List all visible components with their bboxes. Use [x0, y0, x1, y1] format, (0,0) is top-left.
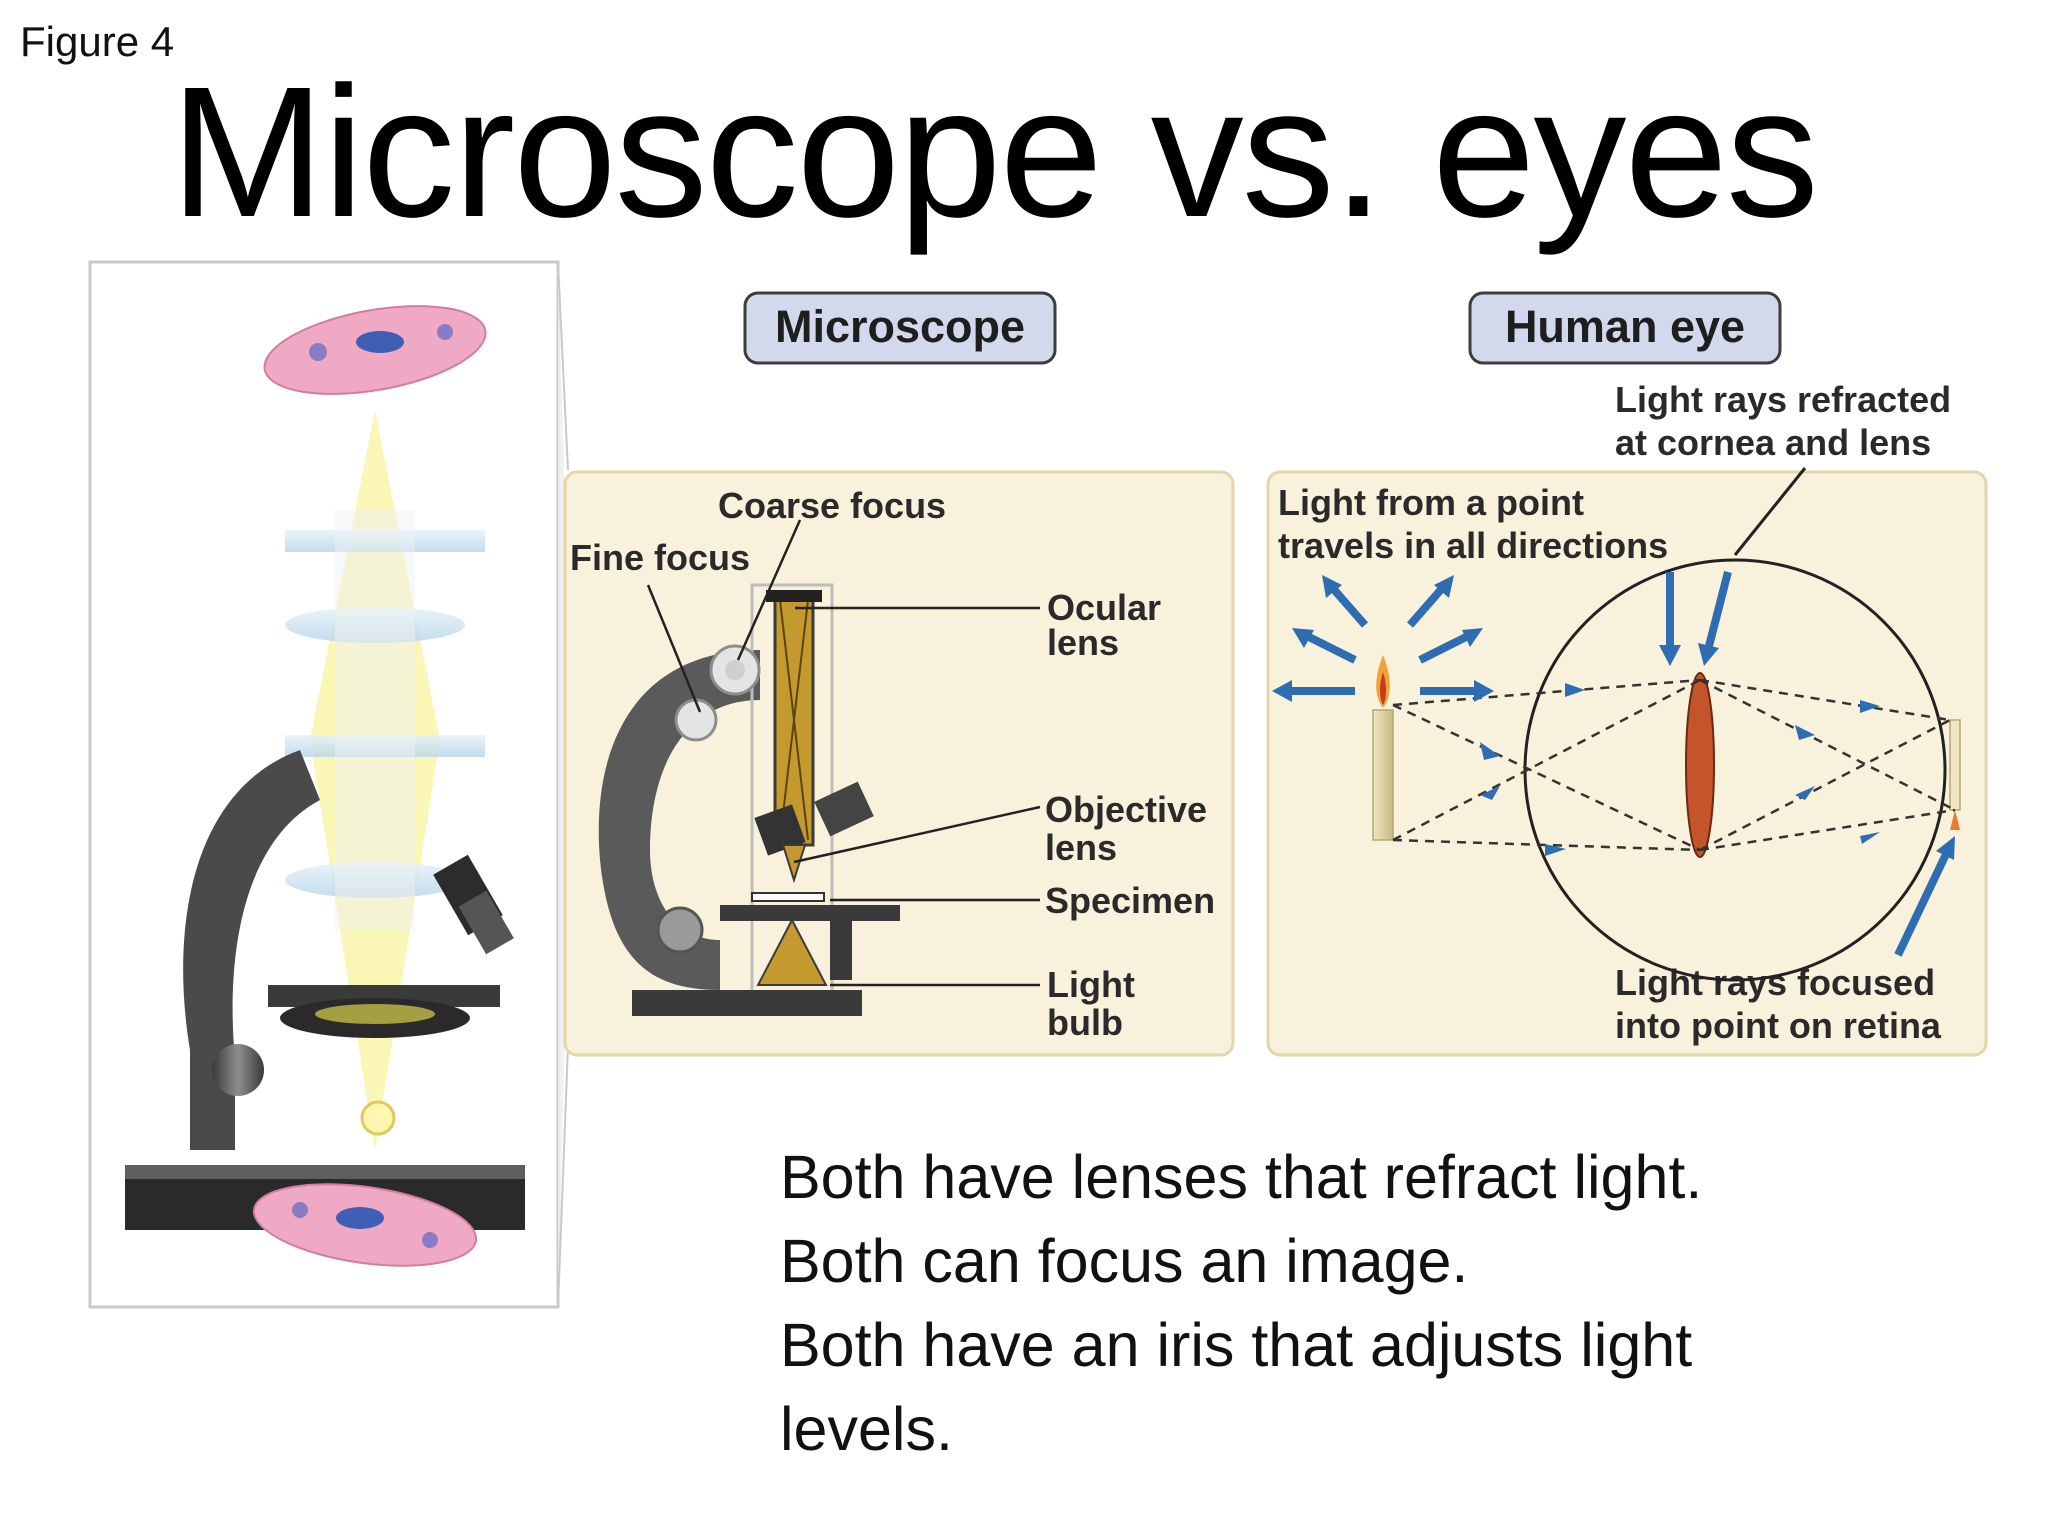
caption-line-4: levels.	[780, 1395, 953, 1463]
label-light-line2: bulb	[1047, 1002, 1123, 1043]
microscope-header-pill	[743, 291, 1057, 365]
microscope-illustration	[88, 260, 569, 1309]
human-eye-panel: Human eye Light rays refracted at cornea…	[1266, 291, 1988, 1057]
label-refracted-line2: at cornea and lens	[1615, 422, 1931, 463]
retina-image	[1949, 719, 1961, 811]
label-coarse-focus: Coarse focus	[718, 485, 946, 526]
label-light-line1: Light	[1047, 964, 1135, 1005]
human-eye-header: Human eye	[1505, 301, 1745, 352]
label-ocular-line2: lens	[1047, 622, 1119, 663]
figure-label: Figure 4	[20, 18, 175, 65]
microscope-leader-lines	[646, 519, 1041, 987]
ray-arrowheads	[1480, 683, 1880, 856]
caption-line-2: Both can focus an image.	[780, 1227, 1469, 1295]
label-refracted-line1: Light rays refracted	[1615, 379, 1951, 420]
slide-title: Microscope vs. eyes	[170, 49, 1819, 256]
label-focused-line2: into point on retina	[1615, 1005, 1942, 1046]
caption: Both have lenses that refract light. Bot…	[780, 1135, 1980, 1471]
paramecium-bottom	[252, 1183, 478, 1267]
radiating-arrows	[1272, 571, 1955, 957]
caption-line-3: Both have an iris that adjusts light	[780, 1311, 1693, 1379]
label-point-line2: travels in all directions	[1278, 525, 1668, 566]
eye-lens	[1685, 672, 1715, 858]
label-point-line1: Light from a point	[1278, 482, 1584, 523]
human-eye-header-pill	[1468, 291, 1782, 365]
microscope-panel: Microscope	[563, 291, 1235, 1057]
label-ocular-line1: Ocular	[1047, 587, 1161, 628]
label-specimen: Specimen	[1045, 880, 1215, 921]
microscope-schematic	[598, 583, 900, 1016]
microscope-header: Microscope	[775, 301, 1025, 352]
label-objective-line2: lens	[1045, 827, 1117, 868]
caption-line-1: Both have lenses that refract light.	[780, 1143, 1703, 1211]
candle	[1372, 655, 1394, 841]
paramecium-top	[263, 305, 487, 395]
label-objective-line1: Objective	[1045, 789, 1207, 830]
label-fine-focus: Fine focus	[570, 537, 750, 578]
light-rays	[1392, 678, 1956, 852]
